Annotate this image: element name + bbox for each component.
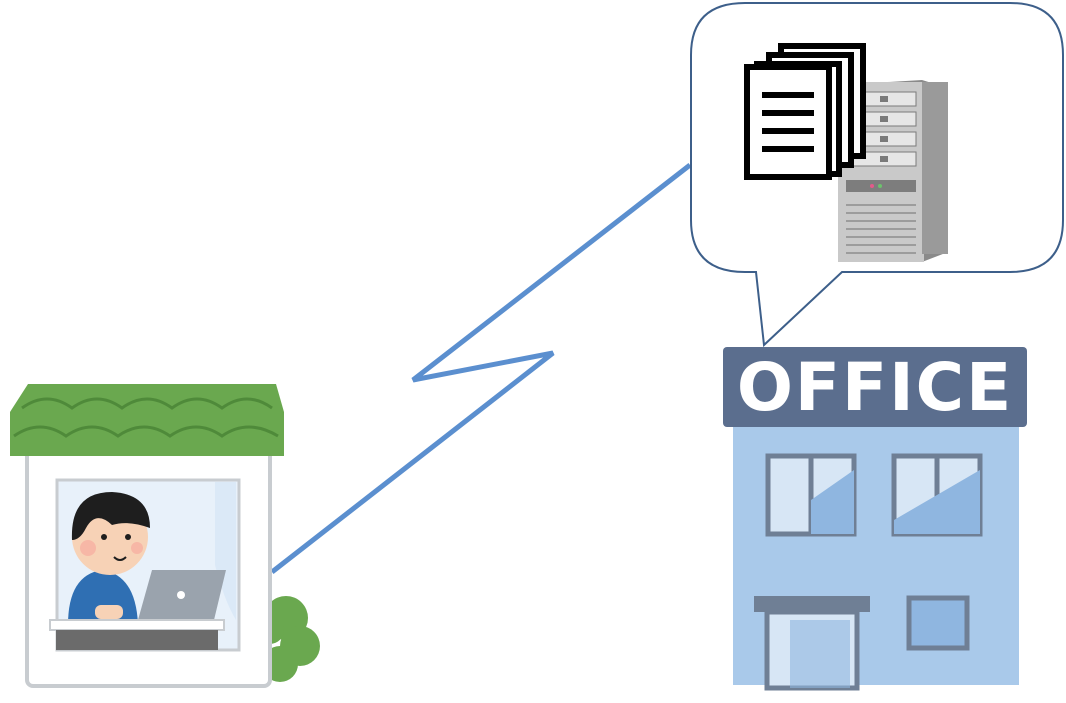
office-door [754, 596, 870, 691]
laptop-icon [138, 570, 226, 620]
remote-worker-house [10, 384, 320, 688]
network-link-line [270, 163, 692, 574]
remote-worker-person [68, 492, 150, 625]
documents-icon [744, 43, 866, 180]
office-building: OFFICE [723, 347, 1027, 691]
office-window [906, 595, 970, 651]
office-sign-text: OFFICE [737, 349, 1013, 426]
office-window [765, 453, 857, 537]
office-window [891, 453, 983, 537]
